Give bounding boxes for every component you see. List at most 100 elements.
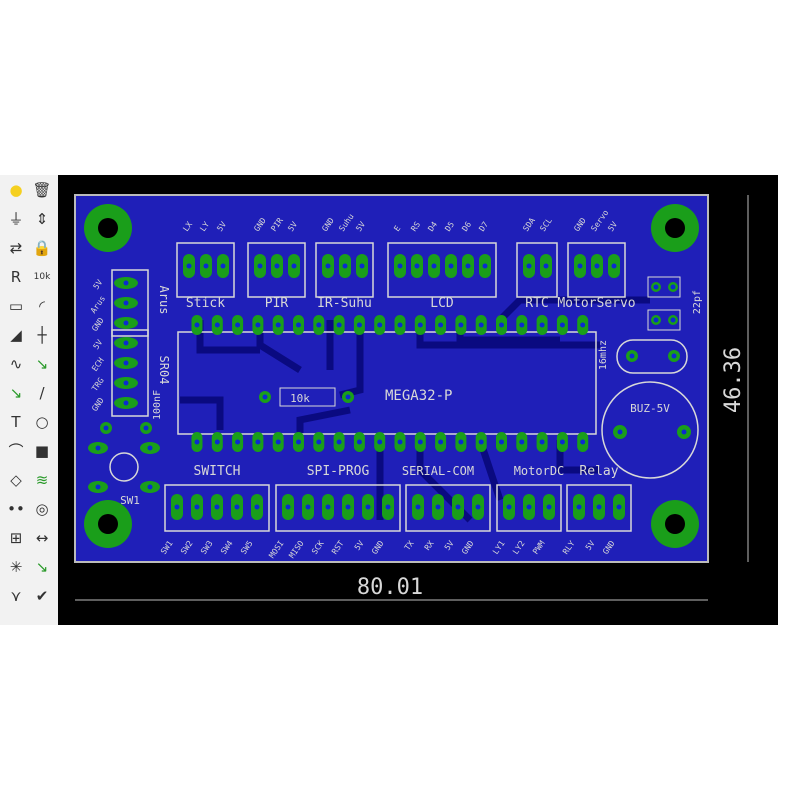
optimize-icon[interactable]: ┼ bbox=[37, 326, 47, 344]
dimension-width: 80.01 bbox=[357, 575, 423, 600]
header-label: Arus bbox=[157, 286, 171, 315]
pad-drill bbox=[458, 322, 464, 328]
pad-drill bbox=[506, 504, 512, 510]
add-part-icon[interactable]: ⏚ bbox=[8, 210, 24, 228]
circle-icon[interactable]: ○ bbox=[35, 413, 49, 431]
pad-drill bbox=[147, 445, 153, 451]
pad-drill bbox=[580, 439, 586, 445]
pad-drill bbox=[214, 439, 220, 445]
header-label: SPI-PROG bbox=[307, 464, 370, 479]
pad-drill bbox=[325, 504, 331, 510]
smash-icon[interactable]: ▭ bbox=[8, 297, 24, 315]
pad-drill bbox=[478, 439, 484, 445]
arc-icon[interactable]: ⌒ bbox=[8, 442, 24, 460]
pad-drill bbox=[681, 429, 687, 435]
pad-drill bbox=[397, 322, 403, 328]
crystal-cap-label: 22pf bbox=[692, 290, 703, 314]
header-label: SR04 bbox=[157, 356, 171, 385]
pad-drill bbox=[194, 439, 200, 445]
pad-drill bbox=[596, 504, 602, 510]
replace-icon[interactable]: ⇄ bbox=[9, 239, 23, 257]
ripup-icon[interactable]: ↘ bbox=[9, 384, 23, 402]
polygon-icon[interactable]: ◇ bbox=[10, 471, 22, 489]
pad-drill bbox=[653, 317, 659, 323]
pad-drill bbox=[438, 439, 444, 445]
via-icon[interactable]: ≋ bbox=[35, 471, 49, 489]
header-label: MotorServo bbox=[557, 296, 635, 311]
delete-icon[interactable]: 🗑 bbox=[32, 181, 52, 199]
header-label: Relay bbox=[579, 464, 618, 479]
hole-icon[interactable]: ◎ bbox=[35, 500, 49, 518]
switch-label: SW1 bbox=[120, 494, 140, 507]
header-outline bbox=[111, 269, 149, 337]
pad-drill bbox=[576, 504, 582, 510]
pad-drill bbox=[543, 263, 549, 269]
pad-drill bbox=[499, 439, 504, 445]
pad-drill bbox=[194, 504, 200, 510]
pad-drill bbox=[274, 263, 280, 269]
pad-drill bbox=[559, 322, 565, 328]
miter-icon[interactable]: ◜ bbox=[39, 297, 45, 315]
sun-icon[interactable]: ● bbox=[9, 181, 23, 199]
mirror-icon[interactable]: ⇕ bbox=[35, 210, 49, 228]
header-outline bbox=[567, 242, 626, 298]
pad-drill bbox=[255, 439, 261, 445]
split-icon[interactable]: ◢ bbox=[10, 326, 22, 344]
text-icon[interactable]: T bbox=[11, 413, 21, 431]
pad-drill bbox=[465, 263, 471, 269]
pad-drill bbox=[214, 322, 220, 328]
mcu-label: MEGA32-P bbox=[385, 388, 452, 404]
route-icon[interactable]: ↘ bbox=[35, 355, 49, 373]
pad-drill bbox=[526, 504, 532, 510]
pad-drill bbox=[203, 263, 209, 269]
pad-drill bbox=[147, 484, 153, 490]
pad-drill bbox=[123, 340, 129, 346]
erc-icon[interactable]: ⋎ bbox=[10, 587, 22, 605]
pad-drill bbox=[577, 263, 583, 269]
pad-drill bbox=[254, 504, 260, 510]
pad-drill bbox=[526, 263, 532, 269]
header-outline bbox=[516, 242, 558, 298]
pad-drill bbox=[275, 439, 281, 445]
attribute-icon[interactable]: ⊞ bbox=[9, 529, 23, 547]
dimension-icon[interactable]: ↔ bbox=[35, 529, 49, 547]
pad-drill bbox=[285, 504, 291, 510]
pad-drill bbox=[296, 322, 301, 328]
lock-icon[interactable]: 🔒 bbox=[32, 239, 52, 257]
buzzer-outline bbox=[601, 381, 699, 479]
header-outline bbox=[496, 484, 562, 532]
pad-drill bbox=[186, 263, 192, 269]
wire-icon[interactable]: / bbox=[39, 384, 45, 402]
pin-label: E bbox=[392, 224, 402, 233]
pad-drill bbox=[519, 322, 525, 328]
pad-drill bbox=[123, 380, 129, 386]
pad-drill bbox=[123, 300, 129, 306]
header-outline bbox=[275, 484, 401, 532]
ratsnest-icon[interactable]: ✳ bbox=[9, 558, 23, 576]
rectangle-icon[interactable]: ■ bbox=[34, 442, 50, 460]
pad-drill bbox=[257, 263, 263, 269]
mcu-outline bbox=[177, 331, 597, 435]
pad-drill bbox=[482, 263, 488, 269]
drc-icon[interactable]: ✔ bbox=[35, 587, 49, 605]
pad-drill bbox=[611, 263, 617, 269]
pad-drill bbox=[397, 439, 403, 445]
value-icon[interactable]: 10k bbox=[33, 272, 51, 282]
pad-drill bbox=[262, 394, 268, 400]
pad-drill bbox=[336, 322, 342, 328]
resistor-label: 10k bbox=[290, 392, 310, 405]
header-outline bbox=[176, 242, 235, 298]
trace bbox=[180, 396, 224, 430]
pad-drill bbox=[345, 504, 351, 510]
signal-icon[interactable]: •• bbox=[7, 500, 25, 518]
cap-outline bbox=[647, 309, 681, 331]
autorouter-icon[interactable]: ↘ bbox=[35, 558, 49, 576]
pad-drill bbox=[616, 504, 622, 510]
name-icon[interactable]: R bbox=[10, 268, 22, 286]
pad-drill bbox=[455, 504, 461, 510]
pad-drill bbox=[356, 439, 362, 445]
meander-icon[interactable]: ∿ bbox=[9, 355, 23, 373]
pad-drill bbox=[478, 322, 484, 328]
pad-drill bbox=[291, 263, 297, 269]
